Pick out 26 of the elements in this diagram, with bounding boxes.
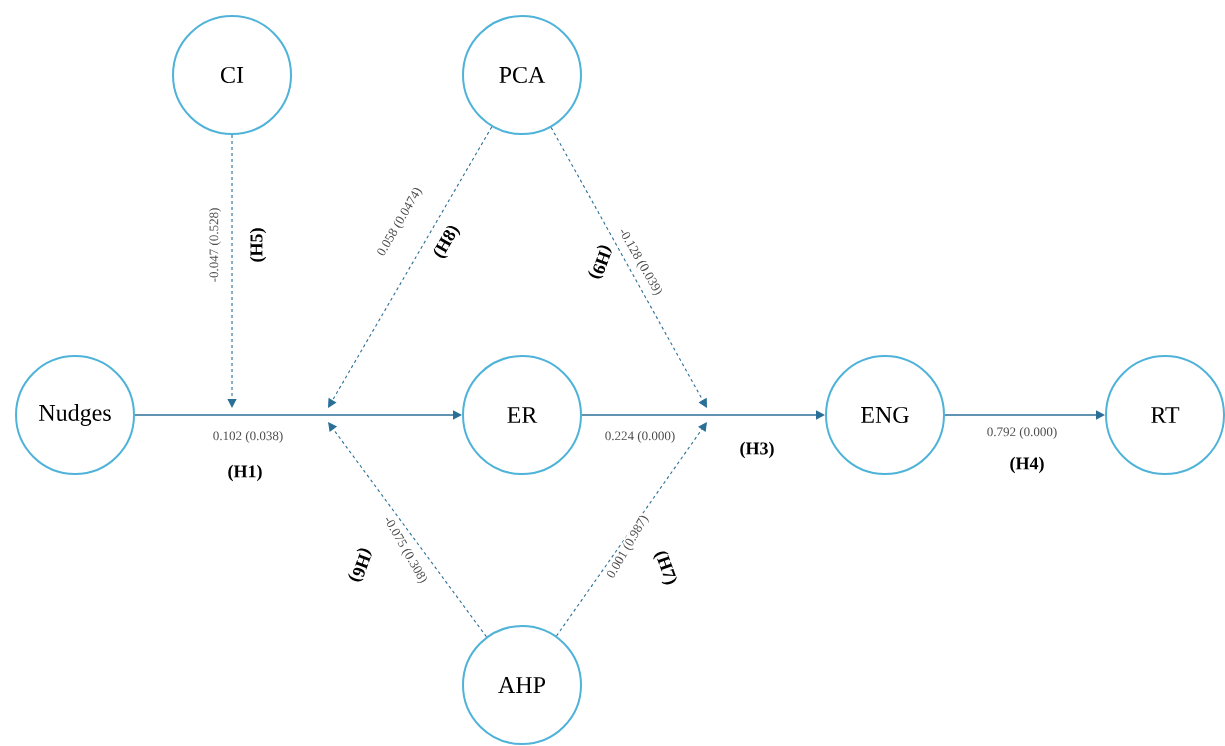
arrow: [328, 126, 493, 408]
hypothesis-label: (H4): [1010, 456, 1044, 474]
circle-node: AHP: [462, 625, 582, 745]
hypothesis-label: (H9): [588, 245, 612, 279]
arrow: [944, 410, 1105, 420]
circle-node: CI: [172, 15, 292, 135]
hypothesis-label: (H3): [740, 441, 774, 459]
edge-label: 0.102 (0.038): [211, 430, 285, 444]
circle-node: Nudges: [15, 355, 135, 475]
arrow: [556, 422, 707, 637]
arrow: [328, 422, 487, 638]
hypothesis-label: (H7): [653, 551, 677, 585]
hypothesis-label: (H1): [228, 464, 262, 482]
edge-label: 0.224 (0.000): [603, 430, 677, 444]
hypothesis-label: (H5): [249, 228, 267, 262]
edge-label: -0.047 (0.528): [208, 206, 222, 284]
circle-node: ENG: [825, 355, 945, 475]
circle-node: PCA: [462, 15, 582, 135]
hypothesis-label: (H6): [348, 548, 372, 582]
circle-node: ER: [462, 355, 582, 475]
arrow: [581, 410, 825, 420]
arrow: [550, 126, 707, 408]
arrow: [134, 410, 462, 420]
circle-node: RT: [1105, 355, 1225, 475]
edge-label: 0.792 (0.000): [985, 426, 1059, 440]
arrow: [227, 134, 237, 408]
